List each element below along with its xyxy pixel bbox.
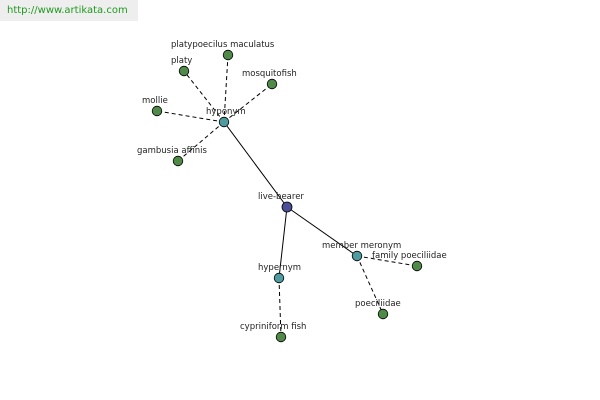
node-platy[interactable] [178, 65, 190, 77]
edges-layer [156, 54, 418, 338]
node-family-poeciliidae[interactable] [411, 260, 423, 272]
node-label-member-meronym: member meronym [322, 241, 401, 251]
edge-live-bearer-to-hypernym [278, 206, 288, 279]
node-label-platypoecilus-maculatus: platypoecilus maculatus [171, 40, 275, 50]
node-label-hypernym: hypernym [258, 263, 301, 273]
node-label-mosquitofish: mosquitofish [242, 69, 297, 79]
edge-member-meronym-to-family-poeciliidae [356, 255, 418, 267]
edge-live-bearer-to-member-meronym [286, 206, 358, 257]
edge-hyponym-to-mollie [156, 110, 225, 123]
node-member-meronym[interactable] [351, 250, 363, 262]
node-label-gambusia-affinis: gambusia affinis [137, 146, 208, 156]
node-mosquitofish[interactable] [266, 78, 278, 90]
labels-layer: live-bearer hyponym hypernym member meronym… [137, 40, 447, 332]
node-gambusia-affinis[interactable] [172, 155, 184, 167]
edge-member-meronym-to-poeciliidae [356, 255, 384, 315]
node-label-family-poeciliidae: family poeciliidae [372, 251, 447, 261]
nodes-layer [151, 49, 423, 343]
edge-live-bearer-to-hyponym [223, 121, 288, 208]
node-cypriniform-fish[interactable] [275, 331, 287, 343]
edge-hypernym-to-cypriniform-fish [278, 277, 282, 338]
node-label-mollie: mollie [142, 96, 168, 106]
edge-hyponym-to-platy [183, 70, 225, 123]
node-platypoecilus-maculatus[interactable] [222, 49, 234, 61]
edge-hyponym-to-gambusia-affinis [177, 121, 225, 162]
node-label-poeciliidae: poeciliidae [355, 299, 401, 309]
node-live-bearer[interactable] [281, 201, 293, 213]
node-poeciliidae[interactable] [377, 308, 389, 320]
node-hypernym[interactable] [273, 272, 285, 284]
node-label-live-bearer: live-bearer [258, 192, 304, 202]
node-label-hyponym: hyponym [206, 107, 246, 117]
node-hyponym[interactable] [218, 116, 230, 128]
edge-hyponym-to-mosquitofish [223, 83, 273, 123]
node-label-cypriniform-fish: cypriniform fish [240, 322, 306, 332]
node-mollie[interactable] [151, 105, 163, 117]
node-label-platy: platy [171, 56, 192, 66]
watermark-url: http://www.artikata.com [0, 0, 138, 21]
